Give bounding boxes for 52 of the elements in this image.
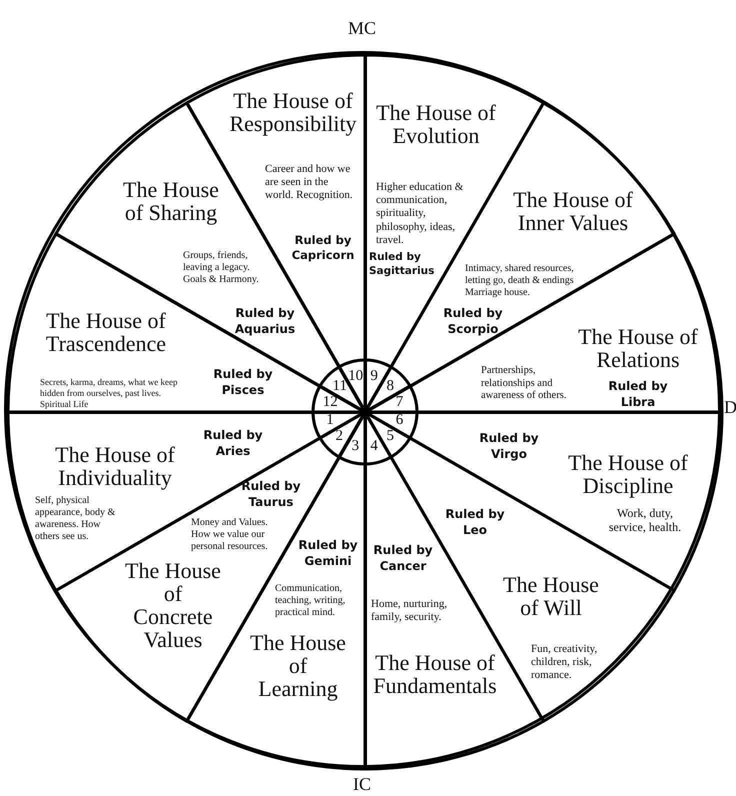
house-number: 10 xyxy=(348,369,364,384)
ruler-label: Ruled by Scorpio xyxy=(442,306,504,338)
house-description: Work, duty, service, health. xyxy=(608,506,682,535)
axis-label: MC xyxy=(348,18,376,39)
house-description: Self, physical appearance, body & awareness. How others see us. xyxy=(35,495,116,543)
ruler-label: Ruled by Libra xyxy=(607,379,669,410)
house-description: Secrets, karma, dreams, what we keep hidden from ourselves, past lives. Spiritual Life xyxy=(40,377,178,410)
ruler-label: Ruled by Virgo xyxy=(478,431,540,462)
house-description: Higher education & communication, spirituality, philosophy, ideas, travel. xyxy=(376,181,464,248)
ruler-label: Ruled by Leo xyxy=(444,507,506,538)
house-number: 1 xyxy=(326,413,334,428)
house-description: Partnerships, relationships and awareness of others. xyxy=(481,365,568,403)
house-number: 3 xyxy=(352,438,360,454)
house-number: 7 xyxy=(396,394,404,410)
house-title: The House of Discipline xyxy=(567,451,689,498)
house-number: 11 xyxy=(332,378,347,394)
ruler-label: Ruled by Pisces xyxy=(212,367,274,398)
house-description: Money and Values. How we value our personal resources. xyxy=(190,517,269,553)
ruler-label: Ruled by Gemini xyxy=(297,538,359,570)
ruler-label: Ruled by Sagittarius xyxy=(369,251,436,278)
house-title: The House of Will xyxy=(502,573,600,620)
ruler-label: Ruled by Cancer xyxy=(372,543,434,574)
ruler-label: Ruled by Aquarius xyxy=(234,306,296,338)
house-title: The House of Individuality xyxy=(54,443,176,490)
house-description: Intimacy, shared resources, letting go, death & endings Marriage house. xyxy=(465,262,575,299)
house-number: 6 xyxy=(396,413,404,428)
house-title: The House of Responsibility xyxy=(228,89,358,136)
house-title: The House of Relations xyxy=(577,325,699,372)
house-number: 2 xyxy=(336,429,344,444)
house-title: The House of Concrete Values xyxy=(124,559,222,652)
axis-label: IC xyxy=(353,774,371,795)
house-title: The House of Trascendence xyxy=(44,309,168,356)
ruler-label: Ruled by Taurus xyxy=(240,479,302,510)
house-number: 8 xyxy=(386,378,394,394)
house-description: Communication, teaching, writing, practical mind. xyxy=(275,583,346,619)
ruler-label: Ruled by Capricorn xyxy=(290,233,356,263)
house-description: Career and how we are seen in the world. Recognition. xyxy=(265,163,354,203)
house-number: 9 xyxy=(370,369,378,384)
wheel-circle xyxy=(4,50,720,768)
axis-label: D xyxy=(724,397,736,418)
house-title: The House of Learning xyxy=(250,631,346,700)
house-title: The House of Evolution xyxy=(375,101,497,148)
house-number: 4 xyxy=(370,438,378,454)
house-description: Groups, friends, leaving a legacy. Goals & Harmony. xyxy=(182,250,260,286)
house-description: Fun, creativity, children, risk, romance. xyxy=(531,643,598,683)
house-title: The House of Sharing xyxy=(122,178,220,224)
house-description: Home, nurturing, family, security. xyxy=(371,598,448,624)
house-number: 5 xyxy=(386,429,394,444)
ruler-label: Ruled by Aries xyxy=(202,428,264,460)
house-title: The House of Fundamentals xyxy=(372,651,498,698)
house-number: 12 xyxy=(322,394,338,410)
house-title: The House of Inner Values xyxy=(512,188,634,234)
